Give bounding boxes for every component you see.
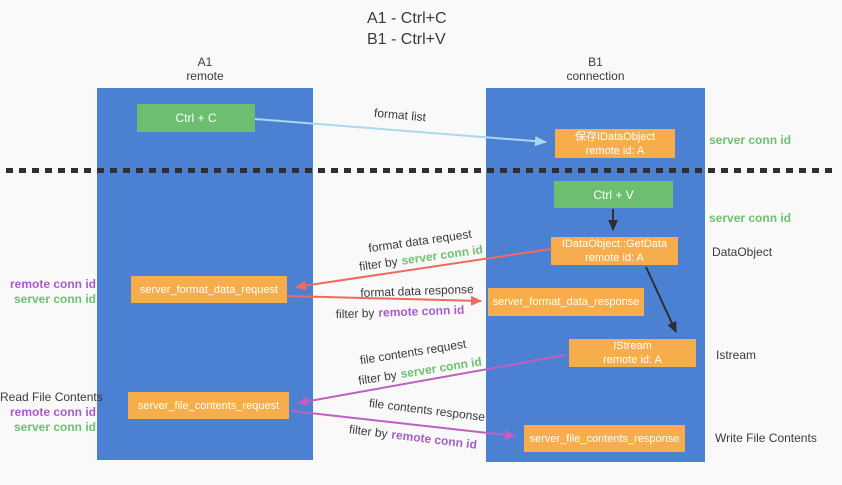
istream-box: IStream remote id: A [569, 339, 696, 367]
getdata-line1: IDataObject::GetData [561, 238, 668, 250]
save-dataobject-box: 保存IDataObject remote id: A [555, 129, 675, 158]
left-conn-id-group-top: remote conn id server conn id [0, 277, 96, 307]
ctrl-v-box: Ctrl + V [554, 181, 673, 208]
server-file-contents-request-label: server_file_contents_request [137, 399, 280, 412]
lane-a1-subtitle: remote [186, 69, 224, 83]
remote-conn-id-text: remote conn id [378, 302, 465, 320]
save-dataobject-line2: remote id: A [585, 144, 645, 157]
getdata-line2: remote id: A [585, 252, 644, 264]
istream-label: Istream [716, 348, 757, 362]
ctrl-c-box: Ctrl + C [137, 104, 255, 132]
istream-line1: IStream [613, 340, 652, 352]
dataobject-label: DataObject [712, 245, 773, 259]
lane-a1-header: A1 remote [97, 55, 313, 83]
lane-b1-header: B1 connection [486, 55, 705, 83]
server-file-contents-response-box: server_file_contents_response [524, 425, 685, 452]
lane-b1-name: B1 [588, 55, 603, 69]
remote-conn-id-label: remote conn id [9, 405, 96, 419]
getdata-box: IDataObject::GetData remote id: A [551, 237, 678, 265]
left-read-file-contents-group: Read File Contents remote conn id server… [0, 390, 103, 435]
ctrl-c-label: Ctrl + C [175, 111, 217, 125]
file-contents-response-label: file contents response [368, 395, 486, 425]
save-dataobject-line1: 保存IDataObject [574, 130, 656, 143]
filter-by-text: filter by [348, 422, 389, 441]
diagram-title-line1: A1 - Ctrl+C [367, 10, 447, 27]
ctrl-v-label: Ctrl + V [593, 187, 634, 202]
lane-b1-subtitle: connection [566, 69, 625, 83]
server-format-data-request-label: server_format_data_request [139, 283, 279, 296]
server-file-contents-request-box: server_file_contents_request [128, 392, 289, 419]
server-conn-id-label-top: server conn id [709, 133, 792, 147]
session-divider-dashed-line [6, 168, 838, 173]
format-list-label: format list [373, 105, 427, 125]
filter-by-text: filter by [357, 367, 398, 388]
remote-conn-id-label: remote conn id [9, 277, 96, 291]
server-format-data-request-box: server_format_data_request [131, 276, 287, 303]
diagram-title-line2: B1 - Ctrl+V [367, 31, 446, 48]
lane-a1-name: A1 [197, 55, 213, 69]
write-file-contents-label: Write File Contents [715, 431, 817, 445]
istream-line2: remote id: A [603, 354, 662, 366]
server-file-contents-response-label: server_file_contents_response [529, 432, 680, 445]
read-file-contents-label: Read File Contents [0, 390, 103, 404]
filter-by-text: filter by [358, 254, 399, 274]
filter-by-text: filter by [335, 305, 375, 322]
server-format-data-response-label: server_format_data_response [492, 296, 640, 308]
server-conn-id-label-mid: server conn id [709, 211, 792, 225]
server-conn-id-label: server conn id [13, 292, 96, 306]
diagram-title: A1 - Ctrl+C B1 - Ctrl+V [367, 8, 447, 50]
format-data-response-label: format data response [360, 282, 474, 300]
server-format-data-response-box: server_format_data_response [488, 288, 644, 316]
server-conn-id-label: server conn id [13, 420, 96, 434]
remote-conn-id-text: remote conn id [390, 427, 478, 452]
